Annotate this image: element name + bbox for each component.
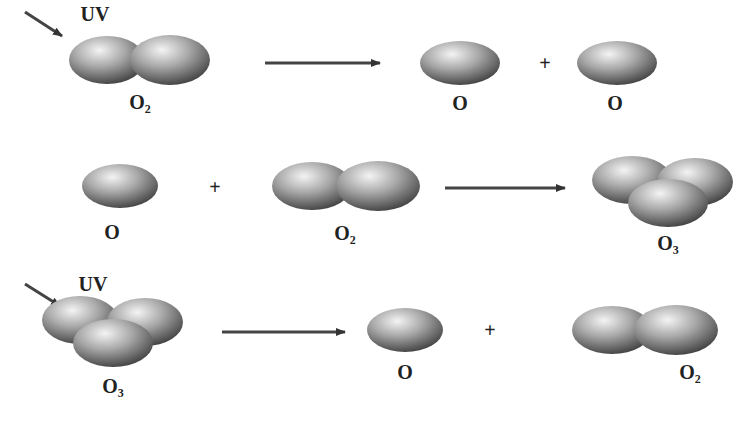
uv-label: UV: [81, 4, 110, 24]
reaction-arrow: [222, 331, 345, 334]
uv-label: UV: [79, 274, 108, 294]
o3-molecule: [592, 156, 733, 227]
o2-molecule: [272, 161, 420, 211]
o-atom: [420, 41, 500, 85]
o-atom: [82, 164, 158, 208]
reaction-arrow: [445, 187, 565, 190]
formula-label: O: [607, 93, 623, 113]
o2-molecule: [69, 35, 210, 85]
formula-label: O₂: [679, 362, 701, 382]
formula-label: O₂: [129, 92, 151, 112]
o2-molecule: [572, 305, 718, 355]
plus-sign: +: [539, 53, 550, 73]
uv-ray: [25, 12, 62, 36]
formula-label: O: [397, 362, 413, 382]
formula-label: O: [104, 222, 120, 242]
plus-sign: +: [209, 177, 220, 197]
formula-label: O₃: [657, 233, 679, 253]
plus-sign: +: [484, 320, 495, 340]
o-atom: [577, 41, 657, 85]
o-atom: [367, 308, 443, 352]
formula-label: O: [452, 93, 468, 113]
o3-molecule: [42, 296, 183, 367]
formula-label: O₃: [102, 376, 124, 396]
formula-label: O₂: [334, 223, 356, 243]
reaction-arrow: [265, 62, 380, 65]
